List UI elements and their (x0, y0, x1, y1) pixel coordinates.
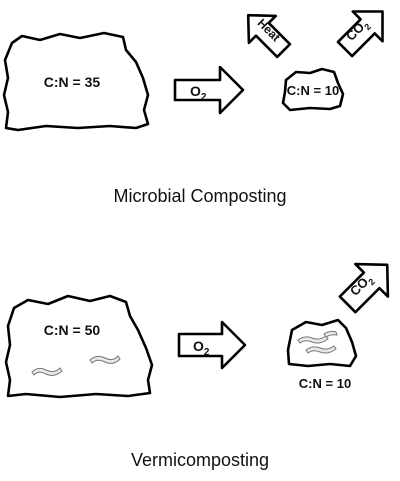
earthworm-icon (31, 355, 121, 376)
earthworm-icon (297, 330, 338, 354)
oxygen-arrow (173, 65, 245, 115)
co2-arrow-top (336, 10, 384, 58)
output-cn-ratio-vermi: C:N = 10 (299, 376, 351, 391)
co2-arrow-bottom (338, 262, 390, 314)
vermicomposting-panel: C:N = 50 O2 C:N = 10 CO2 Vermicomposting (4, 262, 390, 470)
output-compost-pile (281, 67, 345, 112)
output-vermicompost-pile (286, 318, 358, 368)
input-waste-pile (2, 31, 150, 132)
heat-arrow (246, 13, 292, 59)
output-cn-ratio: C:N = 10 (287, 83, 339, 98)
microbial-composting-panel: C:N = 35 O2 C:N = 10 Heat CO2 Microbial … (2, 10, 384, 206)
oxygen-arrow-vermi-label: O2 (193, 338, 210, 358)
oxygen-arrow-label: O2 (190, 83, 207, 103)
input-cn-ratio-vermi: C:N = 50 (44, 322, 101, 338)
oxygen-arrow-vermi (177, 320, 247, 370)
microbial-composting-caption: Microbial Composting (113, 186, 286, 206)
input-cn-ratio: C:N = 35 (44, 74, 101, 90)
input-waste-pile-worms (4, 294, 154, 399)
vermicomposting-caption: Vermicomposting (131, 450, 269, 470)
